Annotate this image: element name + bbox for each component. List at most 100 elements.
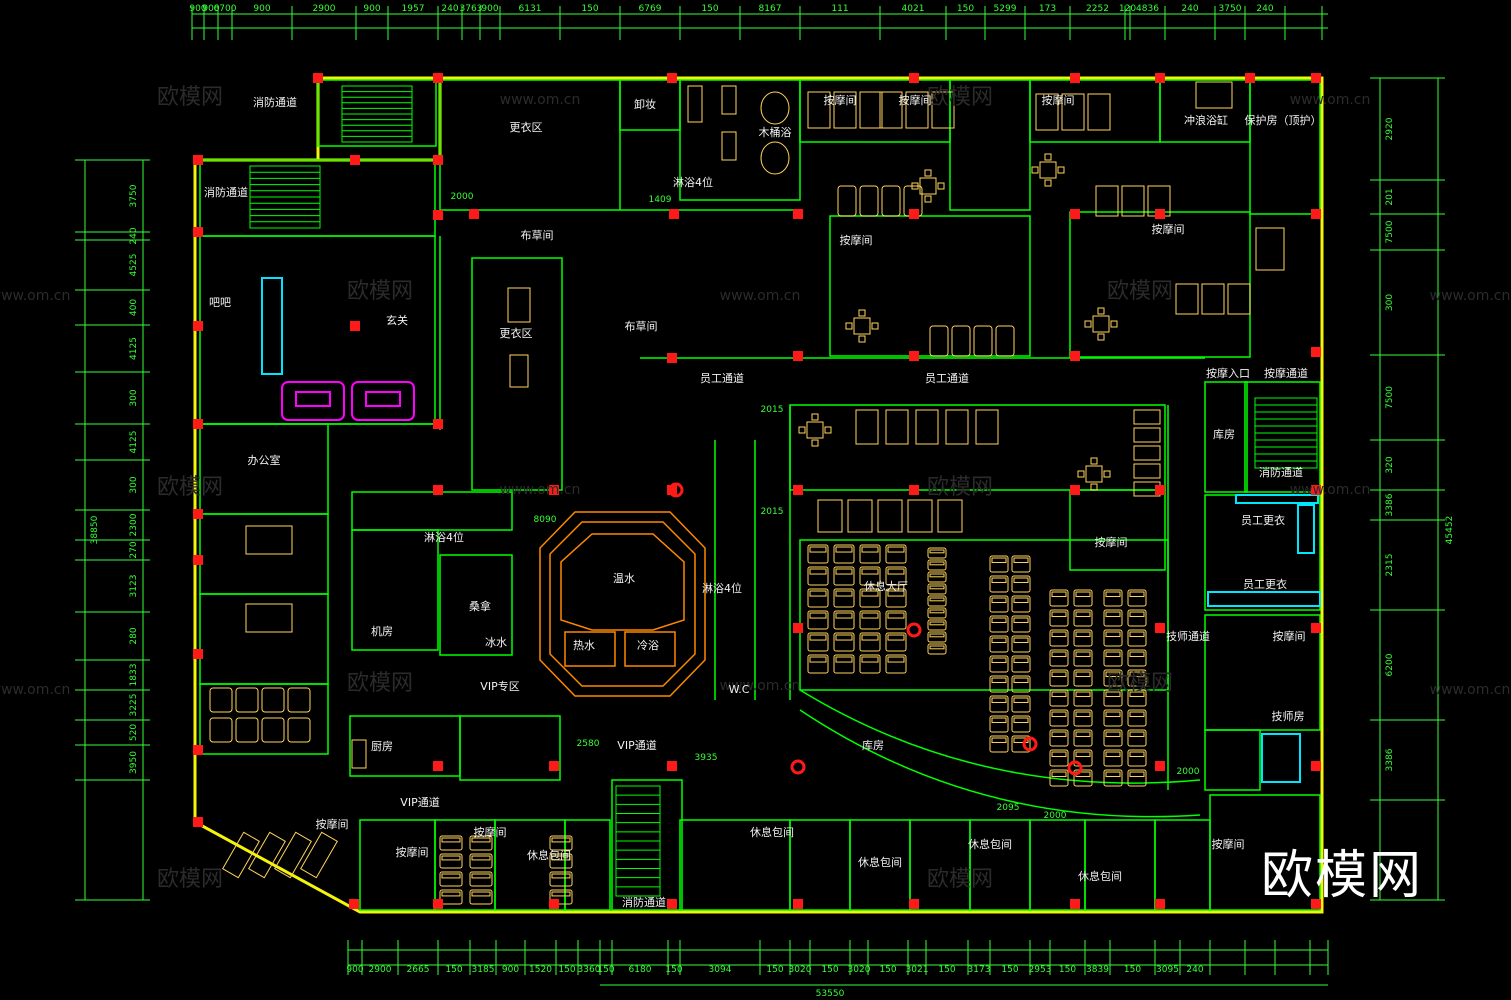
- reception-sofa: [281, 381, 415, 421]
- dimension-label: 900: [189, 4, 206, 14]
- watermark-text: 欧模网: [927, 85, 993, 110]
- room-label: 淋浴4位: [673, 175, 713, 189]
- dimension-label: 150: [766, 965, 783, 975]
- dimension-label: 120: [1119, 4, 1136, 14]
- room-label: 按摩通道: [1264, 366, 1308, 380]
- dimension-label: 1957: [402, 4, 425, 14]
- room-label: VIP专区: [480, 679, 519, 693]
- room-label: 休息包间: [968, 837, 1012, 851]
- room-label: 按摩间: [1095, 535, 1128, 549]
- dimension-label: 150: [597, 965, 614, 975]
- dimension-label: 280: [129, 627, 139, 644]
- dimension-label: 240: [1181, 4, 1198, 14]
- inner-dimension-label: 3935: [695, 753, 718, 763]
- room-label: 布草间: [521, 229, 554, 242]
- dimension-label: 173: [1039, 4, 1056, 14]
- dimension-label: 150: [558, 965, 575, 975]
- dimension-label: 270: [129, 541, 139, 558]
- watermark-url: www.om.cn: [1290, 482, 1371, 498]
- overall-height-left-label: 38850: [90, 515, 100, 544]
- dimension-label: 7500: [1385, 386, 1395, 409]
- room-label: 员工通道: [925, 371, 969, 385]
- dimension-label: 3095: [1156, 965, 1179, 975]
- dimension-label: 3386: [1385, 493, 1395, 516]
- staff-lockers: [261, 277, 1321, 783]
- dimension-label: 3185: [472, 965, 495, 975]
- room-label: 休息包间: [527, 848, 571, 862]
- dimension-label: 111: [831, 4, 848, 14]
- dimension-label: 4525: [129, 254, 139, 277]
- dimension-label: 1520: [529, 965, 552, 975]
- watermark-url: www.om.cn: [720, 678, 801, 694]
- dimension-label: 150: [701, 4, 718, 14]
- dimension-label: 320: [1385, 456, 1395, 473]
- room-label: 消防通道: [204, 185, 248, 199]
- dimension-label: 2900: [369, 965, 392, 975]
- watermark-url: www.om.cn: [720, 288, 801, 304]
- room-label: 按摩间: [1042, 93, 1075, 107]
- left-dimension-text: 3750240452540041253004125300230027031232…: [129, 184, 139, 774]
- room-label: 技师通道: [1166, 629, 1210, 643]
- dimension-label: 300: [129, 476, 139, 493]
- room-label: 冲浪浴缸: [1184, 113, 1228, 127]
- dimension-lines: [84, 13, 1439, 986]
- left-dimension-ticks: [75, 159, 150, 901]
- room-label: 消防通道: [253, 95, 297, 109]
- room-label: VIP通道: [617, 738, 656, 752]
- room-label: 按摩入口: [1206, 366, 1250, 380]
- room-label: 机房: [371, 624, 393, 638]
- room-label: 休息包间: [858, 855, 902, 869]
- watermark-text: 欧模网: [347, 671, 413, 696]
- watermark-text: 欧模网: [1107, 279, 1173, 304]
- dimension-label: 900: [481, 4, 498, 14]
- room-label: 休息包间: [1078, 869, 1122, 883]
- room-label: 吧吧: [209, 296, 231, 309]
- inner-dimension-label: 1409: [649, 195, 672, 205]
- room-label: 玄关: [386, 313, 408, 327]
- room-label: 保护房（顶护）: [1245, 113, 1322, 127]
- room-label: 淋浴4位: [424, 530, 464, 544]
- brand-logo-watermark: 欧模网: [1260, 846, 1423, 906]
- room-label: 按摩间: [899, 93, 932, 107]
- dimension-label: 2300: [129, 513, 139, 536]
- dimension-label: 2920: [1385, 117, 1395, 140]
- dimension-label: 150: [957, 4, 974, 14]
- dimension-label: 150: [938, 965, 955, 975]
- dimension-label: 201: [1385, 188, 1395, 205]
- room-label: 淋浴4位: [702, 581, 742, 595]
- room-label: 按摩间: [1152, 222, 1185, 236]
- watermark-text: 欧模网: [157, 85, 223, 110]
- top-dimension-ticks: [191, 6, 1323, 40]
- room-label: 冷浴: [637, 639, 659, 652]
- room-label: 按摩间: [840, 233, 873, 247]
- furniture: [209, 81, 1285, 905]
- room-label: 员工更衣: [1241, 513, 1285, 527]
- room-label: 更衣区: [500, 326, 533, 340]
- interior-walls: [199, 79, 1321, 911]
- structural-columns: [193, 73, 1321, 909]
- room-label: 木桶浴: [759, 125, 792, 139]
- dimension-label: 150: [665, 965, 682, 975]
- dimension-label: 6131: [519, 4, 542, 14]
- dimension-label: 3839: [1086, 965, 1109, 975]
- dimension-label: 3021: [906, 965, 929, 975]
- room-label: 布草间: [625, 320, 658, 333]
- dimension-label: 1833: [129, 664, 139, 687]
- room-label: 消防通道: [622, 895, 666, 909]
- watermark-text: 欧模网: [157, 867, 223, 892]
- dimension-label: 6200: [1385, 653, 1395, 676]
- inner-dimension-label: 2015: [761, 507, 784, 517]
- room-labels: 消防通道消防通道更衣区卸妆木桶浴按摩间按摩间按摩间冲浪浴缸保护房（顶护）布草间淋…: [204, 93, 1322, 909]
- dimension-label: 2315: [1385, 554, 1395, 577]
- dimension-label: 4021: [902, 4, 925, 14]
- dimension-label: 150: [445, 965, 462, 975]
- overall-height-right-label: 45452: [1445, 516, 1455, 545]
- watermark-text: 欧模网: [927, 475, 993, 500]
- right-dimension-ticks: [1370, 77, 1445, 901]
- dimension-label: 4125: [129, 431, 139, 454]
- dimension-label: 150: [821, 965, 838, 975]
- dimension-label: 3386: [1385, 748, 1395, 771]
